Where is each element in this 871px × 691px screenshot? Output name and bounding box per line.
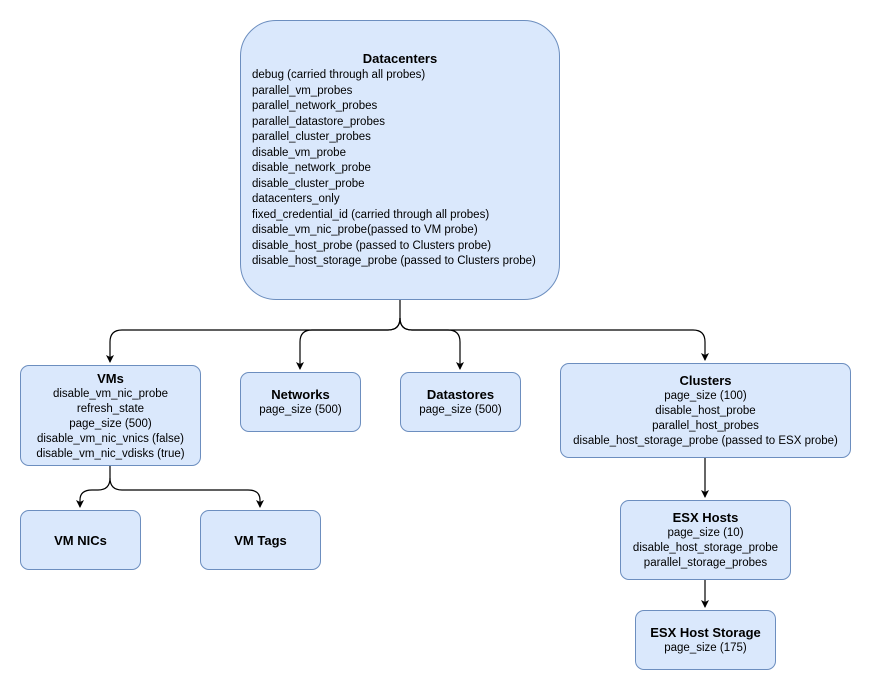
node-line: parallel_network_probes — [252, 100, 378, 113]
edge-datacenters-datastores — [399, 317, 464, 370]
edge-datacenters-trunk — [106, 300, 401, 363]
node-line: disable_host_probe — [655, 405, 756, 417]
node-line: disable_network_probe — [252, 162, 371, 175]
edge-datacenters-clusters — [399, 317, 709, 361]
node-line: fixed_credential_id (carried through all… — [252, 208, 490, 221]
node-title: Clusters — [679, 373, 732, 388]
edge-datacenters-networks — [296, 317, 401, 370]
node-line: refresh_state — [76, 402, 145, 415]
node-title: VM Tags — [234, 532, 287, 548]
edge-vms-vmnics — [76, 466, 111, 508]
node-title: Datastores — [426, 387, 495, 402]
node-line: parallel_vm_probes — [252, 84, 353, 97]
node-esx-host-storage[interactable]: ESX Host Storage page_size (175) — [635, 610, 776, 670]
node-line: debug (carried through all probes) — [252, 69, 426, 82]
node-line: page_size (175) — [664, 642, 747, 654]
node-line: page_size (500) — [259, 404, 342, 416]
node-line: disable_vm_nic_vdisks (true) — [36, 447, 185, 460]
edge-vms-vmtags — [109, 477, 264, 508]
node-line: disable_host_storage_probe (passed to ES… — [573, 435, 838, 447]
node-line: parallel_storage_probes — [643, 557, 768, 569]
node-datacenters[interactable]: Datacenters debug (carried through all p… — [240, 20, 560, 300]
node-line: page_size (100) — [664, 390, 747, 402]
node-lines: page_size (100) disable_host_probe paral… — [573, 389, 838, 449]
node-title: ESX Host Storage — [650, 625, 761, 640]
node-line: disable_vm_nic_probe — [52, 387, 169, 400]
node-line: disable_cluster_probe — [252, 177, 365, 190]
node-line: disable_host_probe (passed to Clusters p… — [252, 239, 492, 252]
node-line: disable_host_storage_probe — [632, 542, 779, 554]
node-lines: disable_vm_nic_probe refresh_state page_… — [36, 387, 184, 462]
node-line: page_size (10) — [667, 527, 744, 539]
node-title: Datacenters — [362, 51, 438, 67]
node-lines: page_size (500) — [419, 403, 501, 418]
node-line: disable_vm_nic_vnics (false) — [36, 432, 184, 445]
node-lines: page_size (10) disable_host_storage_prob… — [633, 526, 778, 571]
node-title: VM NICs — [54, 532, 107, 548]
node-networks[interactable]: Networks page_size (500) — [240, 372, 361, 432]
node-vm-nics[interactable]: VM NICs — [20, 510, 141, 570]
node-vm-tags[interactable]: VM Tags — [200, 510, 321, 570]
node-esx-hosts[interactable]: ESX Hosts page_size (10) disable_host_st… — [620, 500, 791, 580]
node-vms[interactable]: VMs disable_vm_nic_probe refresh_state p… — [20, 365, 201, 466]
node-line: page_size (500) — [69, 417, 152, 430]
node-title: ESX Hosts — [672, 510, 739, 525]
node-lines: debug (carried through all probes) paral… — [241, 68, 559, 270]
node-line: datacenters_only — [252, 193, 340, 206]
node-line: parallel_datastore_probes — [252, 115, 385, 128]
node-clusters[interactable]: Clusters page_size (100) disable_host_pr… — [560, 363, 851, 458]
node-line: parallel_cluster_probes — [252, 131, 371, 144]
node-title: Networks — [271, 387, 330, 402]
node-line: disable_vm_probe — [252, 146, 346, 159]
node-line: disable_host_storage_probe (passed to Cl… — [252, 255, 536, 268]
node-datastores[interactable]: Datastores page_size (500) — [400, 372, 521, 432]
node-line: page_size (500) — [419, 404, 502, 416]
node-line: parallel_host_probes — [652, 420, 759, 432]
node-title: VMs — [97, 370, 124, 386]
node-lines: page_size (175) — [664, 641, 746, 656]
node-line: disable_vm_nic_probe(passed to VM probe) — [252, 224, 478, 237]
node-lines: page_size (500) — [259, 403, 341, 418]
